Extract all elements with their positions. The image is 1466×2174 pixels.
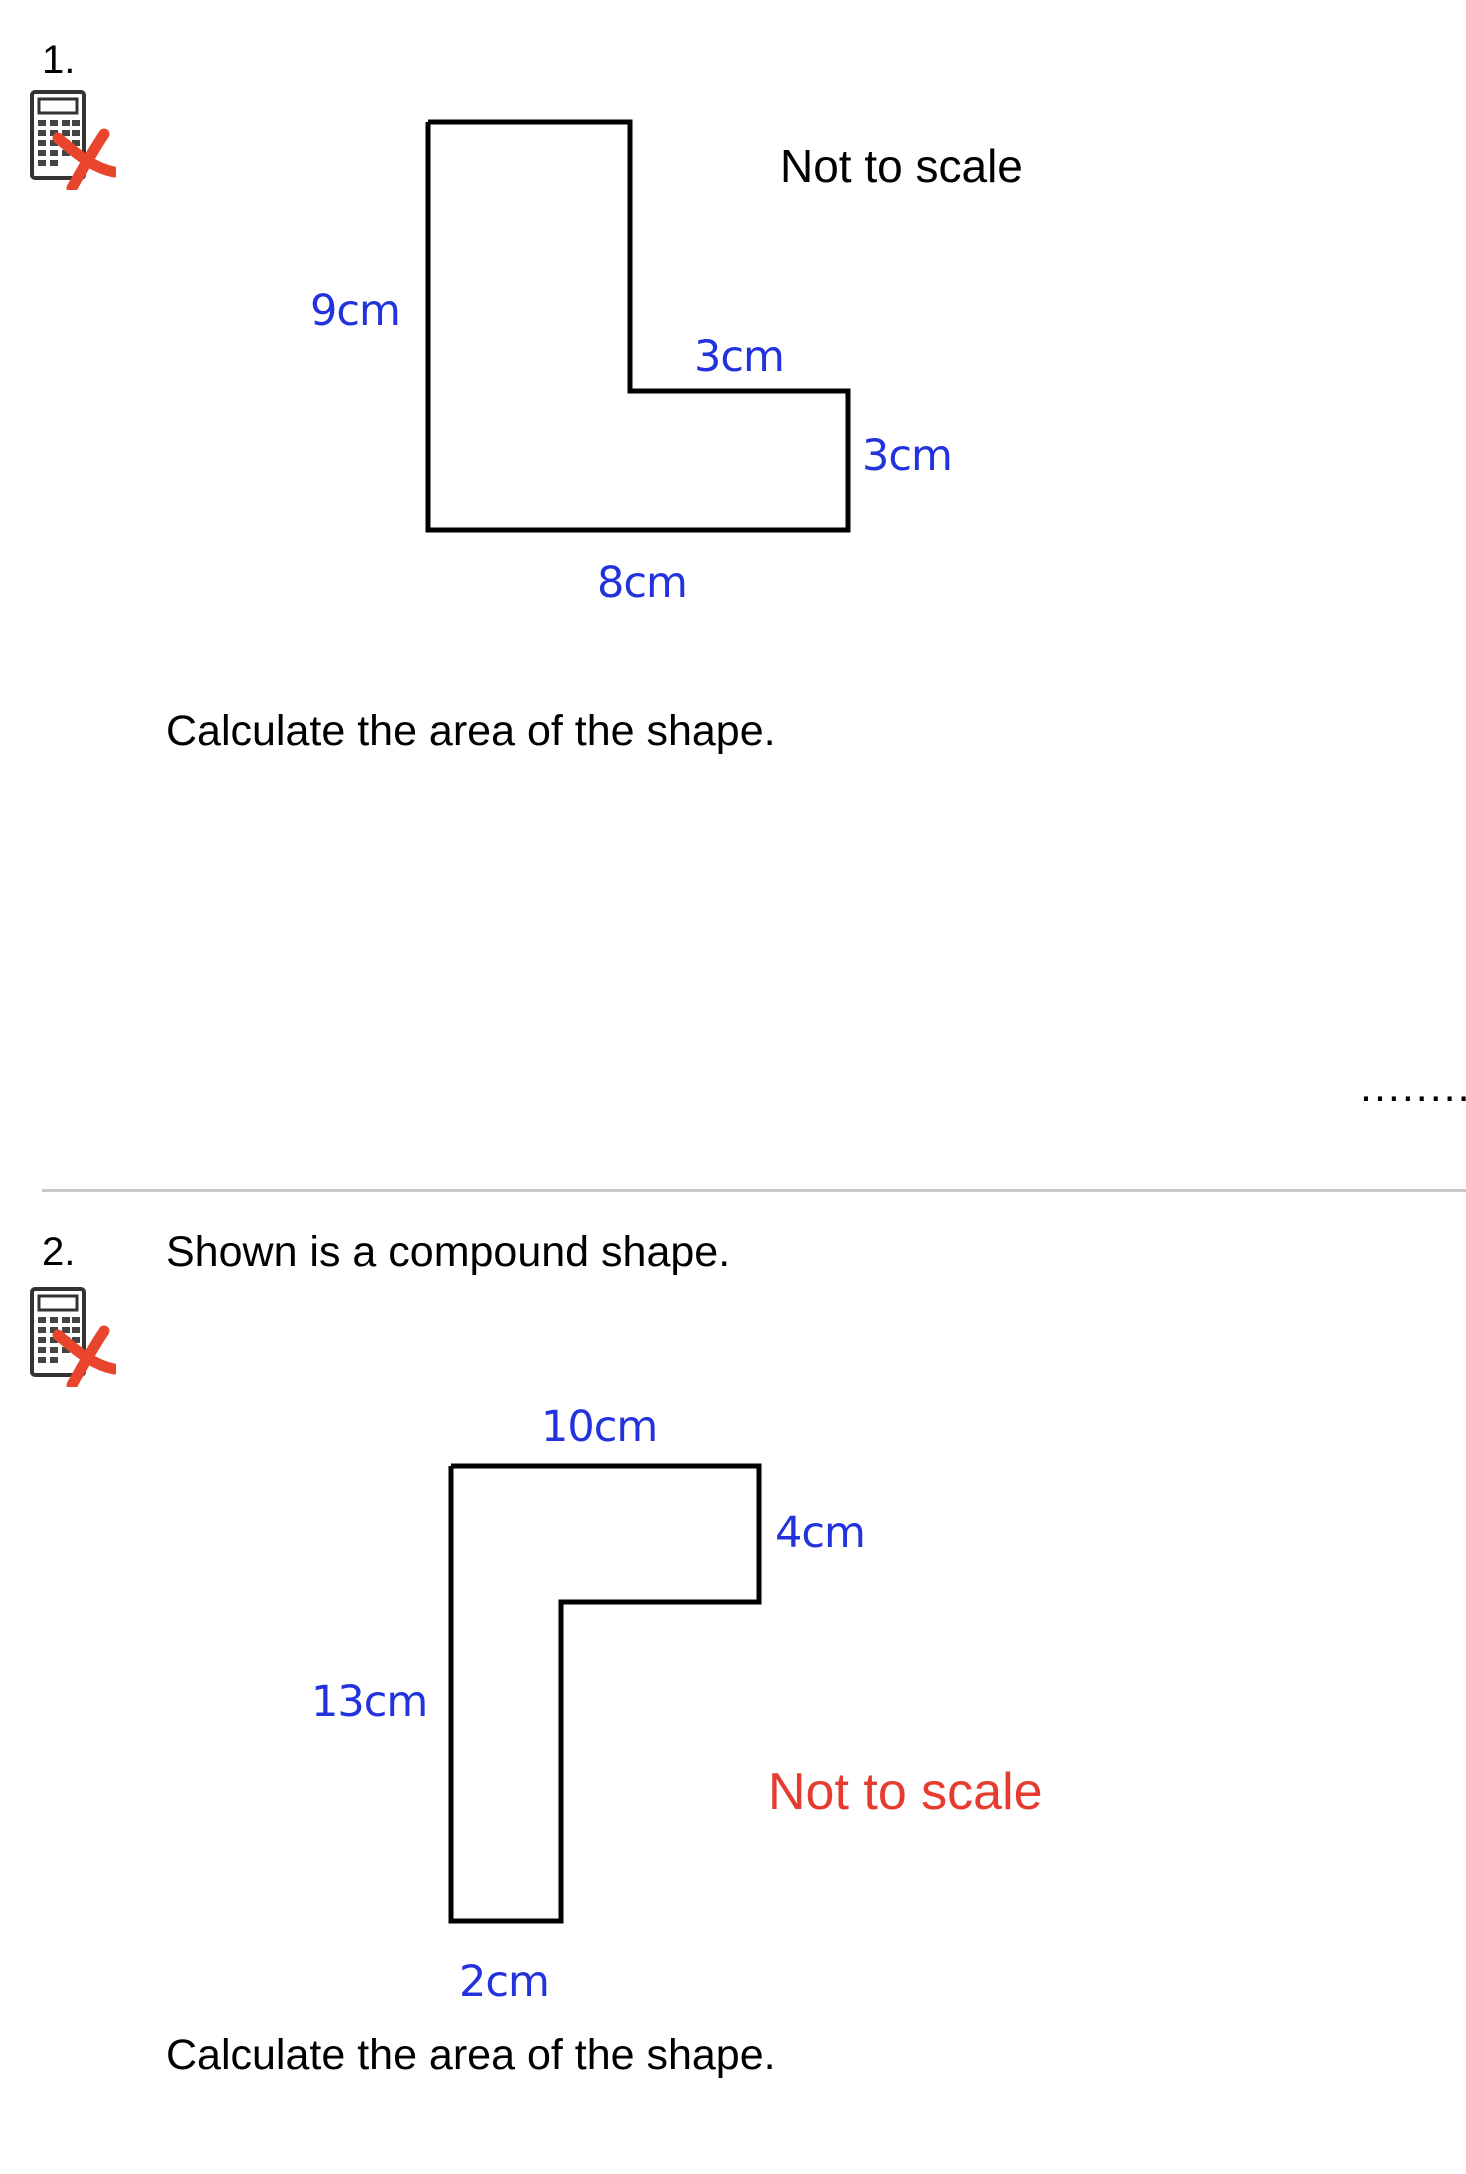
no-calculator-icon (30, 90, 116, 190)
dimension-inner-step: 3cm (694, 332, 785, 382)
l-shape-diagram (425, 119, 851, 533)
question-2-number: 2. (42, 1230, 76, 1274)
question-divider (42, 1189, 1466, 1192)
answer-line[interactable]: ........ (1360, 1063, 1466, 1111)
dimension-right: 3cm (862, 431, 953, 481)
dimension-left: 13cm (311, 1677, 428, 1727)
no-calculator-icon (30, 1287, 116, 1387)
not-to-scale-label: Not to scale (780, 140, 1023, 192)
question-1-prompt: Calculate the area of the shape. (166, 707, 776, 755)
question-2-intro: Shown is a compound shape. (166, 1228, 731, 1276)
dimension-left: 9cm (310, 286, 401, 336)
question-2-prompt: Calculate the area of the shape. (166, 2031, 776, 2079)
dimension-top: 10cm (541, 1402, 658, 1452)
dimension-right: 4cm (775, 1508, 866, 1558)
question-1-number: 1. (42, 38, 76, 82)
dimension-bottom: 8cm (597, 558, 688, 608)
dimension-bottom: 2cm (459, 1957, 550, 2007)
not-to-scale-label: Not to scale (768, 1763, 1043, 1821)
